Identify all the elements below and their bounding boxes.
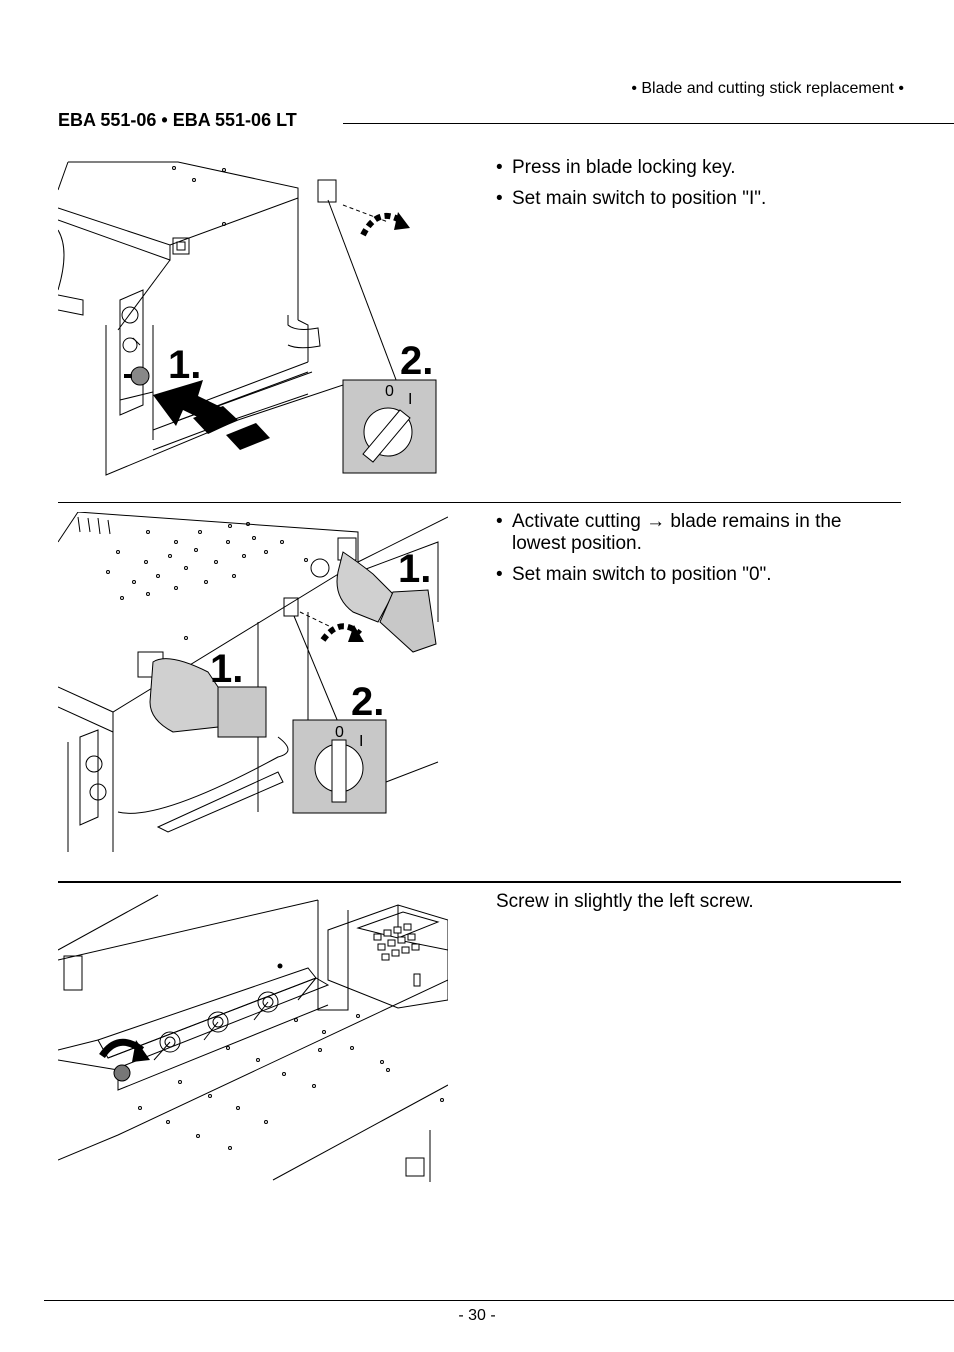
main-switch-panel: 0 I	[292, 719, 387, 814]
step-set-switch-i: Set main switch to position "I".	[496, 188, 896, 210]
section-3-instruction: Screw in slightly the left screw.	[496, 891, 754, 912]
figure-activate-cutting: 1. 1. 2. 0 I	[58, 512, 448, 852]
model-title: EBA 551-06 • EBA 551-06 LT	[58, 110, 309, 131]
footer-rule	[44, 1300, 954, 1301]
step-activate-cutting: Activate cutting → blade remains in the …	[496, 511, 896, 555]
section-divider	[58, 502, 901, 503]
left-hand-illustration	[137, 651, 267, 738]
right-hand-illustration	[336, 551, 437, 653]
switch-label-0: 0	[335, 724, 344, 741]
figure-left-screw	[58, 894, 448, 1182]
page-number: - 30 -	[458, 1307, 496, 1324]
figure-blade-locking-key: 1. 2. 0 I	[58, 161, 437, 476]
title-rule	[343, 123, 954, 124]
callout-1-left: 1.	[210, 647, 243, 691]
step-press-blade-locking-key: Press in blade locking key.	[496, 157, 896, 179]
section-2-steps: Activate cutting → blade remains in the …	[496, 511, 896, 595]
callout-2: 2.	[400, 339, 433, 383]
step-set-switch-0: Set main switch to position "0".	[496, 564, 896, 586]
callout-1-right: 1.	[398, 547, 431, 591]
chapter-header: • Blade and cutting stick replacement •	[631, 80, 904, 97]
switch-label-0: 0	[385, 383, 394, 400]
section-1-steps: Press in blade locking key. Set main swi…	[496, 157, 896, 219]
section-divider-thick	[58, 881, 901, 883]
main-switch-panel: 0 I	[342, 379, 437, 474]
callout-1: 1.	[168, 343, 201, 387]
switch-label-i: I	[408, 391, 412, 408]
callout-2: 2.	[351, 680, 384, 724]
keypad	[373, 923, 420, 961]
switch-label-i: I	[359, 733, 363, 750]
